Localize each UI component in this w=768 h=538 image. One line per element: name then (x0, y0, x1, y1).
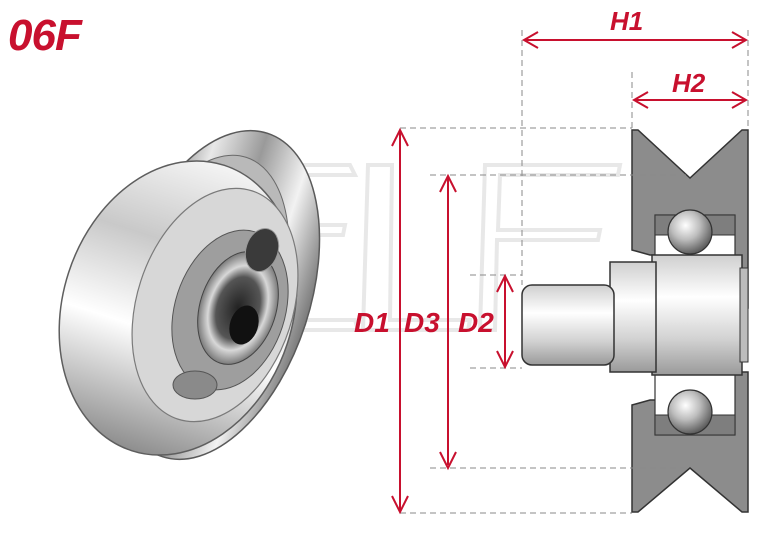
wheel-photo (58, 129, 321, 461)
dimension-lines (391, 31, 749, 515)
extension-lines (400, 30, 749, 514)
label-d2: D2 (458, 307, 494, 338)
bearing-ball-top (667, 209, 713, 255)
label-d3: D3 (404, 307, 440, 338)
shaft (521, 284, 615, 366)
label-h1: H1 (610, 6, 643, 36)
product-code: 06F (8, 11, 82, 60)
label-h2: H2 (672, 68, 706, 98)
label-d1: D1 (354, 307, 390, 338)
wheel-cross-section (521, 129, 749, 513)
bearing-ball-bottom (667, 389, 713, 435)
